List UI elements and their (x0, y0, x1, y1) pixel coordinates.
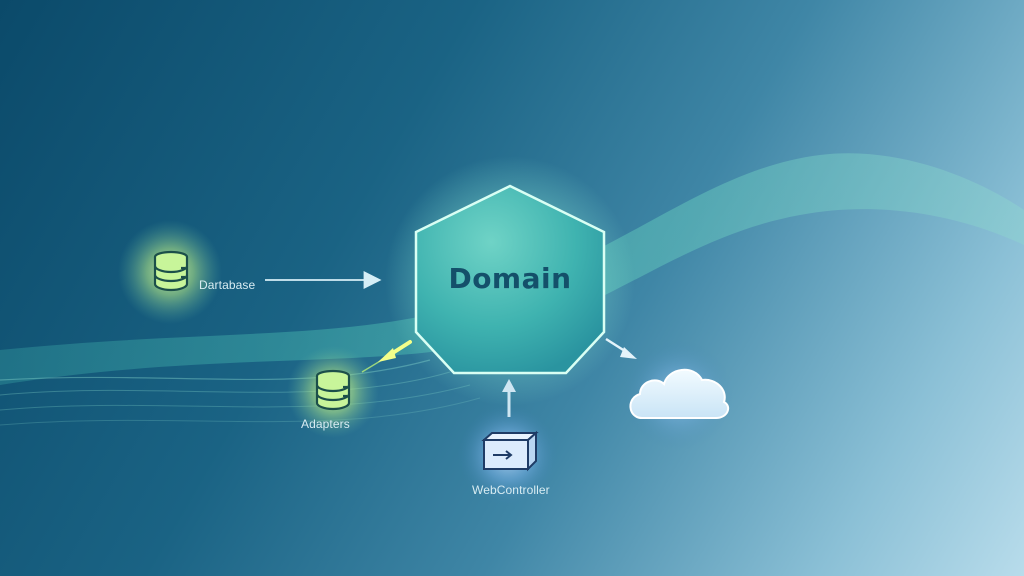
web-controller-node[interactable] (458, 405, 558, 505)
web-controller-label: WebController (472, 483, 550, 497)
background-waves (0, 153, 1024, 426)
adapters-label: Adapters (301, 417, 350, 431)
database-node[interactable] (118, 220, 222, 324)
arrow-controller-to-domain (502, 379, 516, 417)
arrow-domain-to-cloud (605, 337, 637, 359)
domain-node[interactable] (385, 156, 635, 406)
adapters-node[interactable] (287, 346, 379, 438)
arrow-domain-to-adapters (361, 340, 412, 373)
cloud-node[interactable] (623, 340, 733, 450)
database-label: Dartabase (199, 278, 256, 292)
database-icon (153, 250, 189, 292)
database-icon (315, 369, 351, 411)
controller-box-icon (481, 430, 539, 472)
cloud-icon (629, 369, 730, 419)
domain-label: Domain (448, 262, 572, 295)
